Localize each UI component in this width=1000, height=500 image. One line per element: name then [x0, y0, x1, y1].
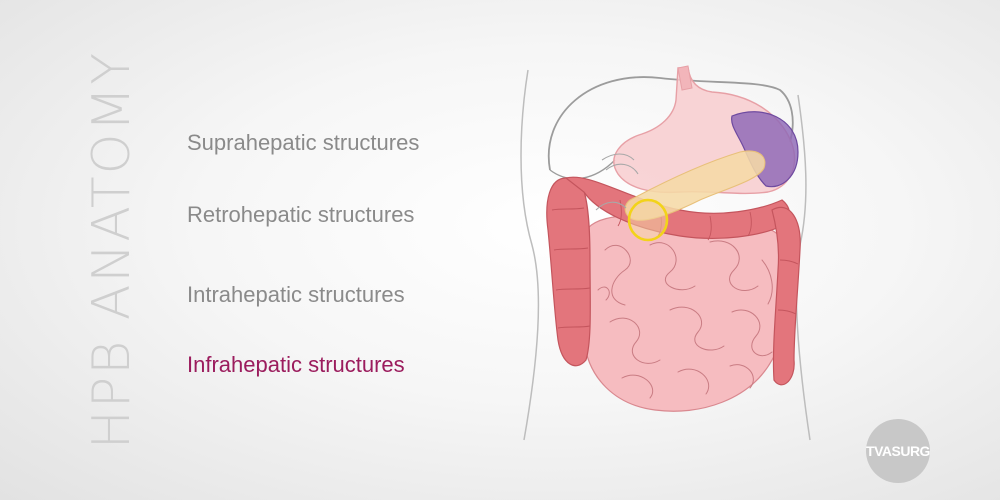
abdominal-anatomy-illustration [520, 65, 811, 441]
small-bowel-loops [597, 240, 773, 399]
ascending-colon [546, 177, 591, 367]
torso-outline-left [520, 69, 540, 441]
structure-menu: Suprahepatic structures Retrohepatic str… [187, 0, 487, 500]
menu-item-infrahepatic[interactable]: Infrahepatic structures [187, 352, 405, 377]
menu-item-retrohepatic[interactable]: Retrohepatic structures [187, 202, 415, 227]
menu-item-intrahepatic[interactable]: Intrahepatic structures [187, 282, 405, 307]
liver-outline [547, 76, 794, 171]
liver-lower-edge [549, 159, 616, 180]
tvasurg-logo-icon: TVASURG [866, 419, 930, 483]
esophagus [677, 65, 693, 91]
small-bowel [580, 214, 792, 412]
gallbladder [627, 198, 669, 242]
menu-item-suprahepatic[interactable]: Suprahepatic structures [187, 130, 420, 155]
vessel-sketch [595, 153, 639, 211]
spleen [731, 111, 799, 188]
descending-colon [771, 206, 801, 386]
vertical-title: HPB ANATOMY [82, 50, 142, 450]
